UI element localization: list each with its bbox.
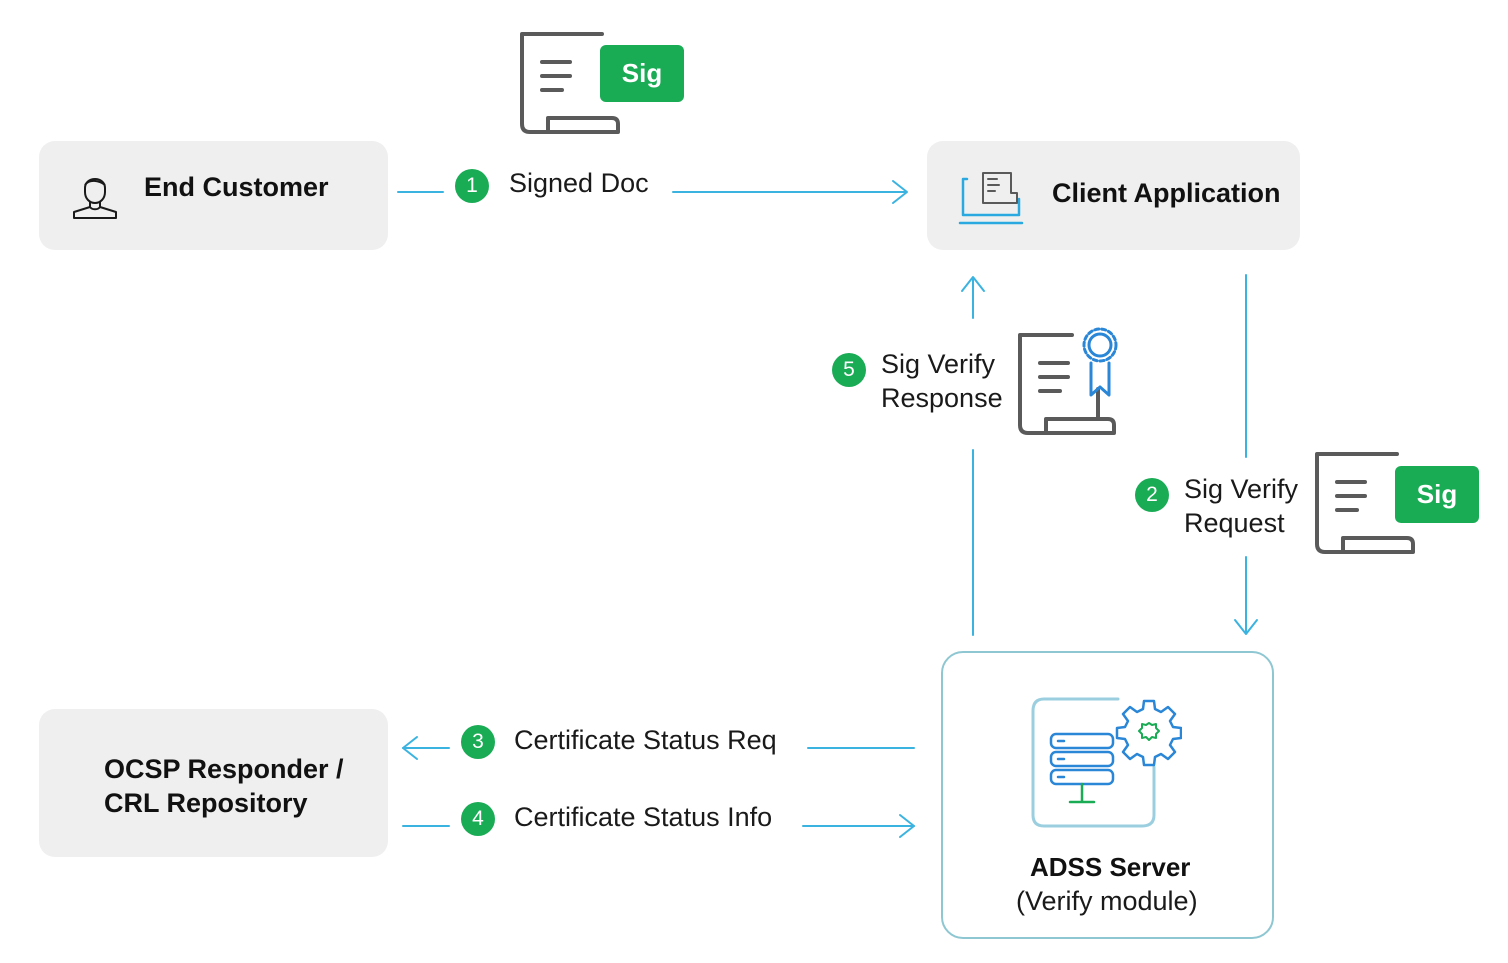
arrow-step-4-head: [899, 814, 915, 838]
adss-server-title: ADSS Server: [1030, 852, 1191, 882]
arrow-step-1-head: [892, 180, 908, 204]
ocsp-box: [39, 709, 388, 857]
sig-tag-top: Sig: [600, 45, 684, 102]
arrow-step-3-head: [402, 736, 418, 760]
arrow-step-2-head: [1234, 619, 1258, 635]
step-3-label: Certificate Status Req: [514, 725, 777, 755]
step-3-badge: 3: [461, 725, 495, 759]
step-4-label: Certificate Status Info: [514, 802, 773, 832]
end-customer-box: [39, 141, 388, 250]
person-icon: [73, 178, 117, 219]
step-1-badge: 1: [455, 169, 489, 203]
step-5-label-line1: Sig Verify: [881, 349, 996, 379]
end-customer-label: End Customer: [144, 172, 329, 202]
step-2-badge: 2: [1135, 478, 1169, 512]
client-application-box: [927, 141, 1300, 250]
certificate-icon: [1018, 327, 1118, 435]
step-2-label-line1: Sig Verify: [1184, 474, 1299, 504]
ocsp-label-line1: OCSP Responder /: [104, 754, 344, 784]
document-icon: [1315, 452, 1415, 554]
step-1-label: Signed Doc: [509, 168, 649, 198]
step-2-label-line2: Request: [1184, 508, 1285, 538]
sig-tag-step-2: Sig: [1395, 466, 1479, 523]
server-gear-icon: [1031, 697, 1182, 828]
adss-server-subtitle: (Verify module): [1016, 886, 1198, 916]
document-icon: [520, 32, 620, 134]
ocsp-label-line2: CRL Repository: [104, 788, 308, 818]
step-4-badge: 4: [461, 802, 495, 836]
step-5-label-line2: Response: [881, 383, 1003, 413]
client-application-label: Client Application: [1052, 178, 1281, 208]
laptop-icon: [958, 172, 1024, 225]
step-5-badge: 5: [832, 353, 866, 387]
arrow-step-5-head: [961, 276, 985, 292]
